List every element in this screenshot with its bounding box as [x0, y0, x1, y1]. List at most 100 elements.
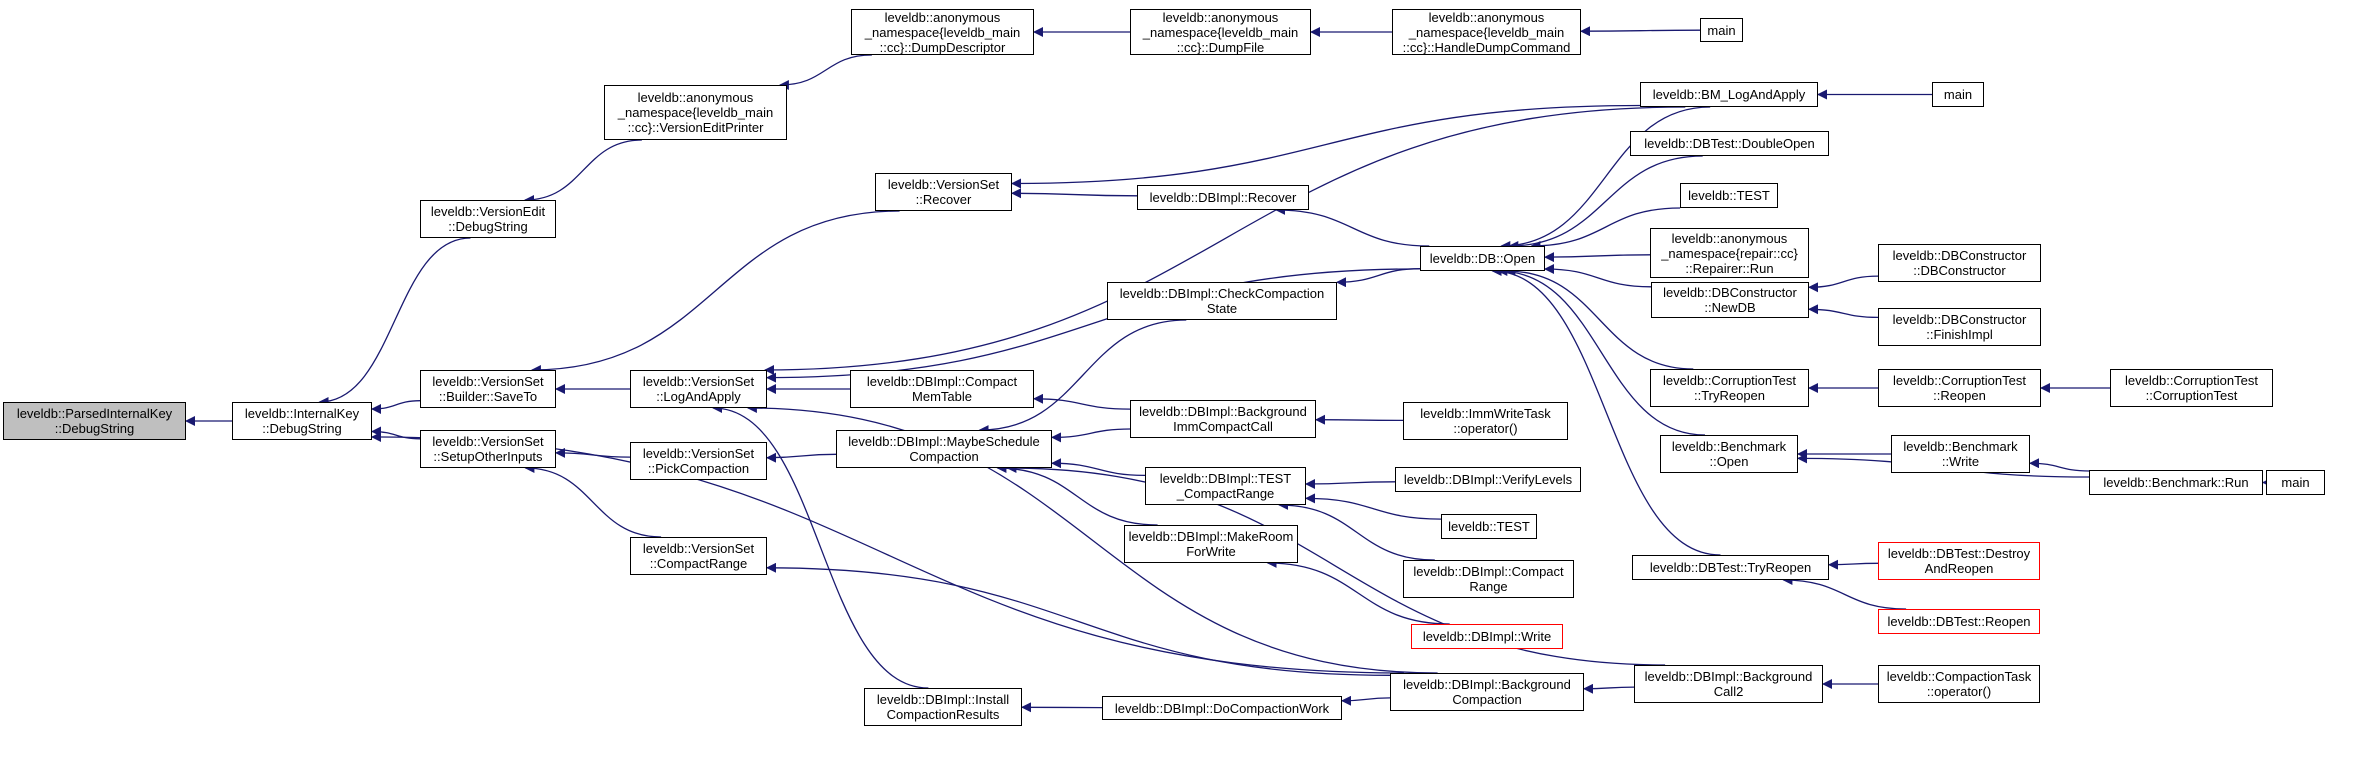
edge-checkcomp-to-maybesched: [978, 319, 1187, 435]
edge-dbimplcomprange-to-testcomprange: [1278, 500, 1435, 561]
edge-doubleopen-to-dbopen: [1508, 155, 1703, 251]
node-label: leveldb::VersionEdit ::DebugString: [430, 204, 546, 234]
node-destroyreopen[interactable]: leveldb::DBTest::Destroy AndReopen: [1878, 542, 2040, 580]
node-label: leveldb::TEST: [1448, 519, 1530, 534]
node-verifylevels[interactable]: leveldb::DBImpl::VerifyLevels: [1395, 467, 1581, 492]
node-dbtesttryreopen[interactable]: leveldb::DBTest::TryReopen: [1632, 555, 1829, 580]
node-label: leveldb::CompactionTask ::operator(): [1886, 669, 2032, 699]
edge-bmlog-to-vsrecover: [1011, 104, 1641, 189]
edge-test1-to-dbopen: [1530, 207, 1681, 251]
node-setupother[interactable]: leveldb::VersionSet ::SetupOtherInputs: [420, 430, 556, 468]
node-corrtryreopen[interactable]: leveldb::CorruptionTest ::TryReopen: [1650, 369, 1809, 407]
node-label: leveldb::DBTest::Destroy AndReopen: [1887, 546, 2031, 576]
node-docompwork[interactable]: leveldb::DBImpl::DoCompactionWork: [1102, 696, 1342, 720]
node-dbtestreopen[interactable]: leveldb::DBTest::Reopen: [1878, 609, 2040, 634]
node-label: leveldb::DBTest::Reopen: [1887, 614, 2031, 629]
edge-bmlog-to-dbopen: [1500, 106, 1711, 251]
node-newdb[interactable]: leveldb::DBConstructor ::NewDB: [1651, 282, 1809, 318]
node-benchopen[interactable]: leveldb::Benchmark ::Open: [1660, 435, 1798, 473]
node-label: leveldb::DBImpl::Background Call2: [1644, 669, 1813, 699]
node-comptask[interactable]: leveldb::CompactionTask ::operator(): [1878, 665, 2040, 703]
node-handledump[interactable]: leveldb::anonymous _namespace{leveldb_ma…: [1392, 9, 1581, 55]
node-label: leveldb::anonymous _namespace{leveldb_ma…: [1142, 9, 1299, 55]
node-label: leveldb::VersionSet ::PickCompaction: [642, 446, 755, 476]
node-label: leveldb::BM_LogAndApply: [1652, 87, 1806, 102]
node-vsrecover[interactable]: leveldb::VersionSet ::Recover: [875, 173, 1012, 211]
node-vedit[interactable]: leveldb::VersionEdit ::DebugString: [420, 200, 556, 238]
node-pickcomp[interactable]: leveldb::VersionSet ::PickCompaction: [630, 442, 767, 480]
edge-maybesched-to-pickcomp: [766, 452, 837, 463]
node-testcomprange[interactable]: leveldb::DBImpl::TEST _CompactRange: [1145, 467, 1306, 505]
edge-test2-to-testcomprange: [1305, 493, 1442, 520]
node-comprange-vs[interactable]: leveldb::VersionSet ::CompactRange: [630, 537, 767, 575]
node-label: leveldb::VersionSet ::SetupOtherInputs: [432, 434, 544, 464]
node-dbimplrecover[interactable]: leveldb::DBImpl::Recover: [1137, 185, 1309, 210]
node-label: leveldb::InternalKey ::DebugString: [244, 406, 360, 436]
edge-bgcall2-to-bgcomp: [1583, 683, 1635, 694]
node-label: leveldb::DBImpl::Compact Range: [1413, 564, 1564, 594]
node-test1[interactable]: leveldb::TEST: [1680, 183, 1778, 208]
node-checkcomp[interactable]: leveldb::DBImpl::CheckCompaction State: [1107, 282, 1337, 320]
node-main3[interactable]: main: [2266, 470, 2325, 495]
node-immwrite[interactable]: leveldb::ImmWriteTask ::operator(): [1403, 402, 1568, 440]
node-label: leveldb::DB::Open: [1429, 251, 1536, 266]
node-repairer[interactable]: leveldb::anonymous _namespace{repair::cc…: [1650, 228, 1809, 278]
edge-bmlog-to-logapply: [764, 106, 1686, 375]
node-label: leveldb::DBImpl::Compact MemTable: [866, 374, 1018, 404]
node-label: leveldb::anonymous _namespace{leveldb_ma…: [864, 9, 1021, 55]
node-label: leveldb::DBConstructor ::NewDB: [1663, 285, 1797, 315]
edge-dbconstructor-to-newdb: [1808, 275, 1879, 293]
node-label: leveldb::VersionSet ::Builder::SaveTo: [432, 374, 544, 404]
edge-vedit-to-ikey: [318, 237, 471, 407]
node-install[interactable]: leveldb::DBImpl::Install CompactionResul…: [864, 688, 1022, 726]
node-bgcomp[interactable]: leveldb::DBImpl::Background Compaction: [1390, 673, 1584, 711]
node-label: leveldb::DBImpl::Install CompactionResul…: [876, 692, 1010, 722]
edge-finishimpl-to-newdb: [1808, 304, 1879, 319]
node-dbimplcomprange[interactable]: leveldb::DBImpl::Compact Range: [1403, 560, 1574, 598]
edge-veprinter-to-vedit: [524, 139, 642, 205]
node-maybesched[interactable]: leveldb::DBImpl::MaybeSchedule Compactio…: [836, 430, 1052, 468]
edge-benchrun-to-benchwrite: [2029, 458, 2090, 472]
node-doubleopen[interactable]: leveldb::DBTest::DoubleOpen: [1630, 131, 1829, 156]
node-test2[interactable]: leveldb::TEST: [1441, 514, 1537, 539]
node-logapply[interactable]: leveldb::VersionSet ::LogAndApply: [630, 370, 767, 408]
node-label: leveldb::DBImpl::Background Compaction: [1403, 677, 1571, 707]
node-compmem[interactable]: leveldb::DBImpl::Compact MemTable: [850, 370, 1034, 408]
node-label: main: [2281, 475, 2310, 490]
node-label: leveldb::Benchmark ::Open: [1671, 439, 1787, 469]
node-label: leveldb::DBImpl::VerifyLevels: [1403, 472, 1573, 487]
node-benchrun[interactable]: leveldb::Benchmark::Run: [2089, 470, 2263, 495]
node-makeroom[interactable]: leveldb::DBImpl::MakeRoom ForWrite: [1124, 525, 1298, 563]
node-main2[interactable]: main: [1932, 82, 1984, 107]
node-label: leveldb::anonymous _namespace{repair::cc…: [1661, 230, 1798, 276]
node-finishimpl[interactable]: leveldb::DBConstructor ::FinishImpl: [1878, 308, 2041, 346]
edge-saveto-to-ikey: [371, 400, 421, 414]
node-label: leveldb::CorruptionTest ::Reopen: [1893, 373, 2026, 403]
node-parsed: leveldb::ParsedInternalKey ::DebugString: [3, 402, 186, 440]
node-write[interactable]: leveldb::DBImpl::Write: [1411, 624, 1563, 649]
edge-dbopen-to-dbimplrecover: [1275, 205, 1430, 247]
node-corrtest[interactable]: leveldb::CorruptionTest ::CorruptionTest: [2110, 369, 2273, 407]
node-corrreopen[interactable]: leveldb::CorruptionTest ::Reopen: [1878, 369, 2041, 407]
node-bgimm[interactable]: leveldb::DBImpl::Background ImmCompactCa…: [1130, 400, 1316, 438]
node-benchwrite[interactable]: leveldb::Benchmark ::Write: [1891, 435, 2030, 473]
node-veprinter[interactable]: leveldb::anonymous _namespace{leveldb_ma…: [604, 85, 787, 140]
node-ikey[interactable]: leveldb::InternalKey ::DebugString: [232, 402, 372, 440]
node-dumpfile[interactable]: leveldb::anonymous _namespace{leveldb_ma…: [1130, 9, 1311, 55]
node-bmlog[interactable]: leveldb::BM_LogAndApply: [1640, 82, 1818, 107]
node-bgcall2[interactable]: leveldb::DBImpl::Background Call2: [1634, 665, 1823, 703]
node-dumpdesc[interactable]: leveldb::anonymous _namespace{leveldb_ma…: [851, 9, 1034, 55]
edge-newdb-to-dbopen: [1544, 264, 1652, 288]
node-label: main: [1943, 87, 1973, 102]
node-dbconstructor[interactable]: leveldb::DBConstructor ::DBConstructor: [1878, 244, 2041, 282]
node-main1[interactable]: main: [1700, 18, 1743, 42]
node-saveto[interactable]: leveldb::VersionSet ::Builder::SaveTo: [420, 370, 556, 408]
edge-corrtryreopen-to-dbopen: [1505, 266, 1694, 370]
edge-verifylevels-to-testcomprange: [1305, 478, 1396, 489]
node-label: main: [1707, 22, 1736, 38]
edge-bgcomp-to-comprange_vs: [766, 562, 1391, 676]
edge-pickcomp-to-setupother: [555, 447, 631, 458]
edge-dbtestreopen-to-dbtesttryreopen: [1782, 575, 1907, 610]
node-label: leveldb::ImmWriteTask ::operator(): [1420, 406, 1551, 436]
node-dbopen[interactable]: leveldb::DB::Open: [1420, 246, 1545, 271]
